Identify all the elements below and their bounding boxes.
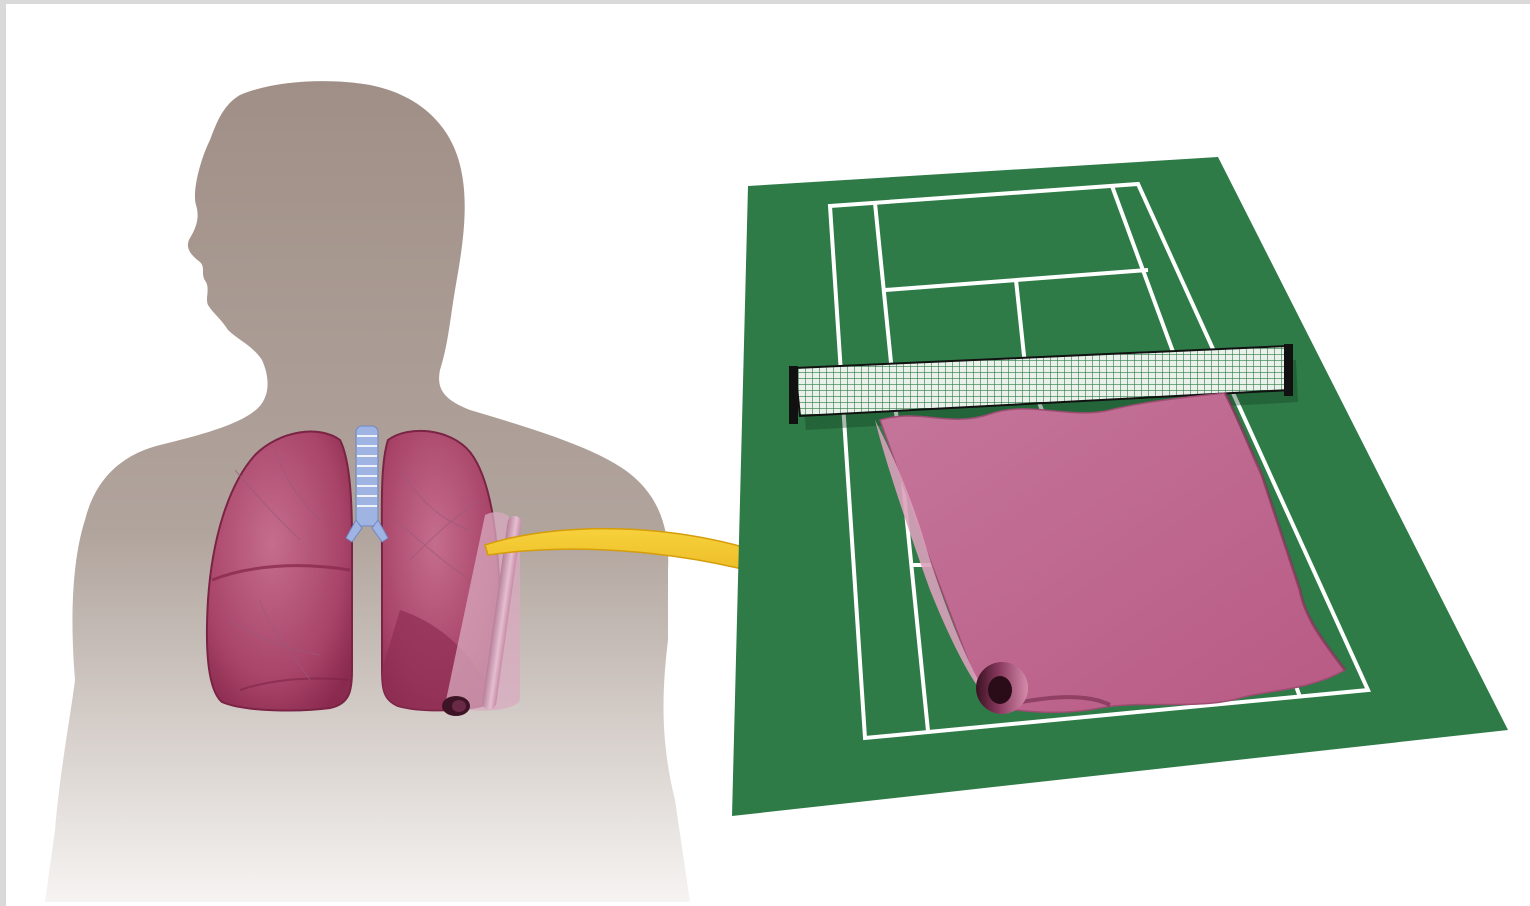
figure-canvas [6,4,1530,906]
diagram-svg [6,4,1530,906]
